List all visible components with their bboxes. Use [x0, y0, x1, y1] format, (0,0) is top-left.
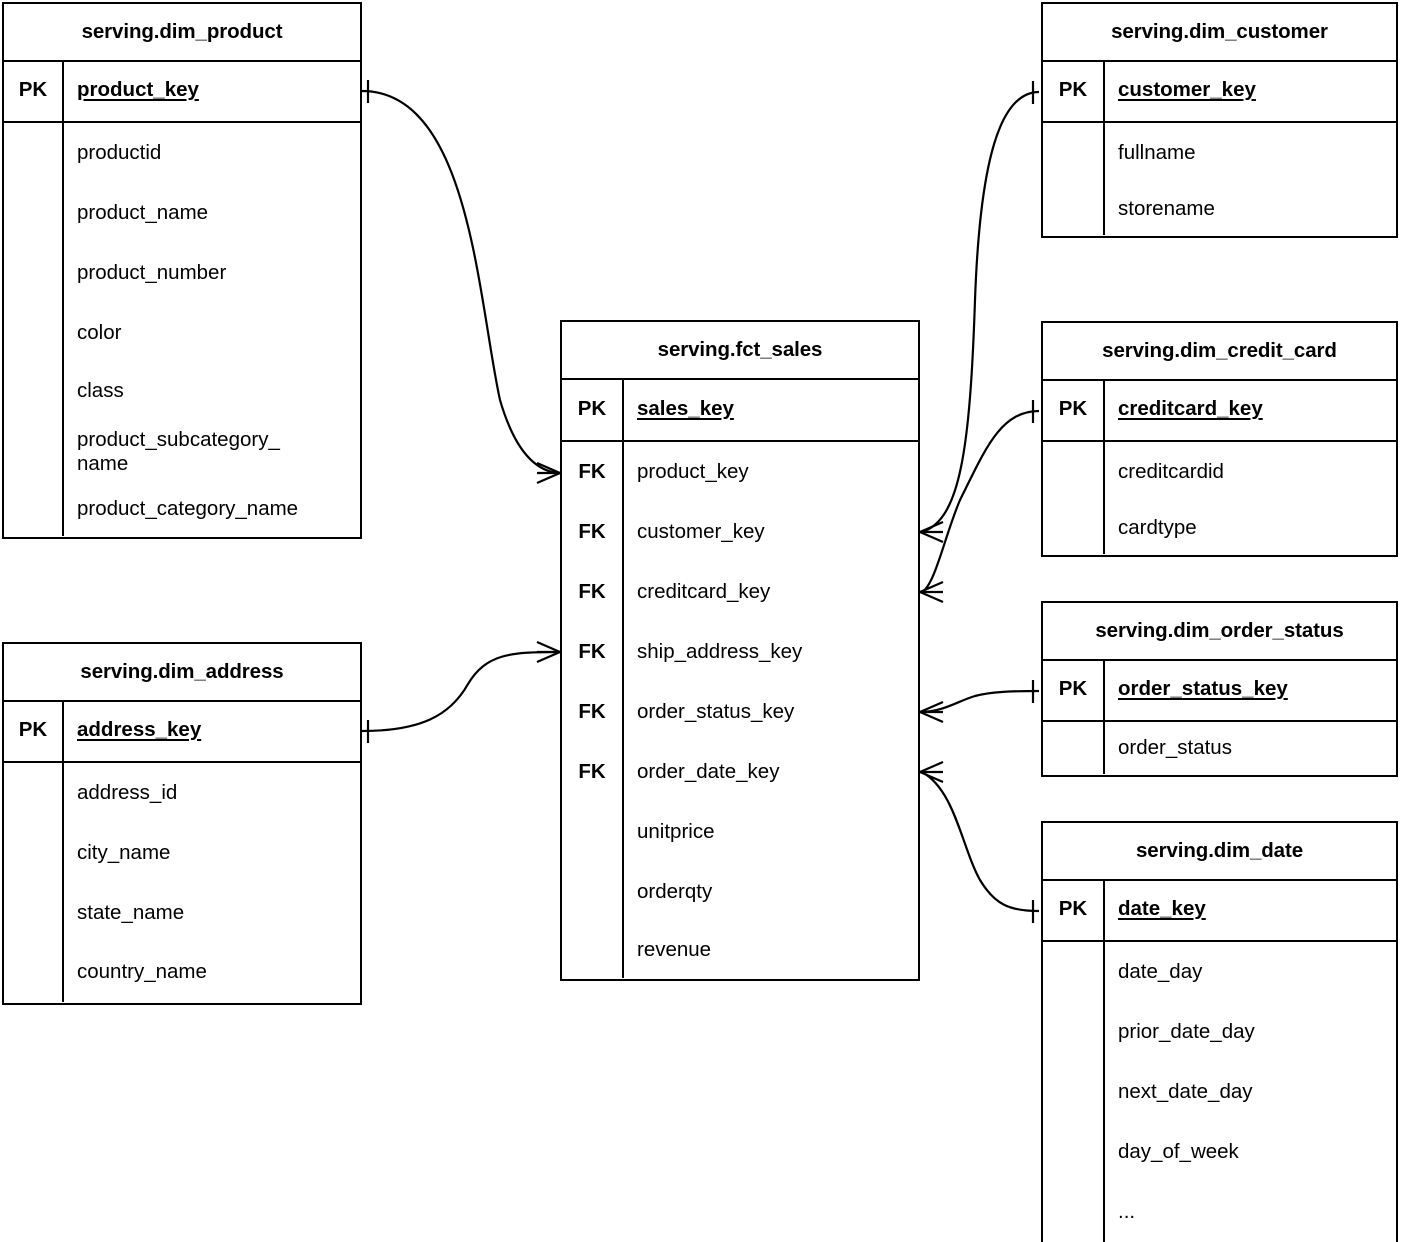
field-row[interactable]: ship_address_key [637, 639, 803, 663]
pk-field-fct-sales[interactable]: sales_key [637, 396, 734, 420]
pk-row-dim-credit-card: PK creditcard_key [1043, 381, 1396, 442]
fk-badge: FK [578, 460, 606, 483]
entity-dim-address[interactable]: serving.dim_address PK address_key addre… [2, 642, 362, 1005]
field-row[interactable]: class [77, 379, 124, 403]
field-rows-dim-order-status: order_status [1043, 722, 1396, 774]
entity-title-dim-product: serving.dim_product [4, 4, 360, 62]
field-rows-dim-product: productid product_name product_number co… [4, 123, 360, 536]
field-row[interactable]: customer_key [637, 519, 765, 543]
relationship-customer-to-sales [919, 81, 1040, 544]
fk-badge: FK [578, 760, 606, 783]
field-row[interactable]: creditcardid [1118, 459, 1224, 483]
field-row[interactable]: unitprice [637, 819, 715, 843]
entity-title-dim-customer: serving.dim_customer [1043, 4, 1396, 62]
field-rows-dim-customer: fullname storename [1043, 123, 1396, 235]
entity-dim-customer[interactable]: serving.dim_customer PK customer_key ful… [1041, 2, 1398, 238]
field-row[interactable]: order_date_key [637, 759, 780, 783]
field-row[interactable]: revenue [637, 937, 712, 961]
pk-field-dim-order-status[interactable]: order_status_key [1118, 677, 1288, 700]
field-rows-dim-address: address_id city_name state_name country_… [4, 763, 360, 1002]
field-row[interactable]: fullname [1118, 140, 1196, 164]
pk-row-dim-address: PK address_key [4, 702, 360, 763]
pk-badge-fct-sales: PK [577, 396, 607, 420]
pk-badge-dim-credit-card: PK [1058, 397, 1088, 421]
field-row[interactable]: cardtype [1118, 515, 1197, 539]
field-row[interactable]: date_day [1118, 959, 1203, 983]
pk-field-dim-credit-card[interactable]: creditcard_key [1118, 397, 1263, 420]
fk-badge: FK [578, 640, 606, 663]
field-row[interactable]: storename [1118, 196, 1215, 220]
field-rows-dim-date: date_day prior_date_day next_date_day da… [1043, 942, 1396, 1242]
entity-title-dim-address: serving.dim_address [4, 644, 360, 702]
field-row[interactable]: country_name [77, 960, 207, 984]
field-row[interactable]: product_name [77, 200, 209, 224]
pk-row-dim-date: PK date_key [1043, 881, 1396, 942]
crowsfoot-sales-address [536, 640, 561, 664]
relationship-creditcard-to-sales [919, 400, 1040, 604]
key-blank [562, 862, 622, 922]
field-rows-dim-credit-card: creditcardid cardtype [1043, 442, 1396, 554]
field-row[interactable]: prior_date_day [1118, 1019, 1255, 1043]
field-row[interactable]: address_id [77, 780, 178, 804]
pk-badge-dim-product: PK [18, 78, 48, 102]
field-row[interactable]: orderqty [637, 879, 713, 903]
pk-field-dim-product[interactable]: product_key [77, 78, 199, 101]
field-row[interactable]: creditcard_key [637, 579, 771, 603]
field-row[interactable]: productid [77, 140, 162, 164]
field-rows-fct-sales: FK FK FK FK FK FK product_key customer_k… [562, 442, 918, 978]
field-row[interactable]: state_name [77, 900, 185, 924]
pk-badge-dim-date: PK [1058, 897, 1088, 921]
fk-badge: FK [578, 580, 606, 603]
field-row[interactable]: day_of_week [1118, 1139, 1239, 1163]
key-blank [562, 802, 622, 862]
crowsfoot-sales-creditcard [919, 580, 944, 604]
pk-badge-dim-customer: PK [1058, 78, 1088, 102]
pk-row-dim-customer: PK customer_key [1043, 62, 1396, 123]
entity-dim-date[interactable]: serving.dim_date PK date_key date_day pr… [1041, 821, 1398, 1242]
field-row[interactable]: city_name [77, 840, 171, 864]
crowsfoot-sales-orderstatus [919, 700, 944, 724]
crowsfoot-sales-customer [919, 520, 944, 544]
relationship-product-to-sales [361, 80, 561, 485]
entity-dim-order-status[interactable]: serving.dim_order_status PK order_status… [1041, 601, 1398, 777]
entity-title-dim-date: serving.dim_date [1043, 823, 1396, 881]
field-row[interactable]: product_key [637, 459, 749, 483]
crowsfoot-sales-product [536, 461, 561, 485]
entity-title-dim-order-status: serving.dim_order_status [1043, 603, 1396, 661]
field-row[interactable]: color [77, 320, 122, 344]
pk-badge-dim-address: PK [18, 718, 48, 742]
fk-badge: FK [578, 520, 606, 543]
relationship-address-to-sales [361, 640, 561, 743]
pk-field-dim-customer[interactable]: customer_key [1118, 78, 1256, 101]
entity-dim-credit-card[interactable]: serving.dim_credit_card PK creditcard_ke… [1041, 321, 1398, 557]
entity-title-fct-sales: serving.fct_sales [562, 322, 918, 380]
pk-row-dim-product: PK product_key [4, 62, 360, 123]
entity-fct-sales[interactable]: serving.fct_sales PK sales_key FK FK FK … [560, 320, 920, 981]
field-row[interactable]: product_number [77, 260, 227, 284]
pk-field-dim-address[interactable]: address_key [77, 718, 202, 741]
pk-field-dim-date[interactable]: date_key [1118, 897, 1206, 920]
entity-title-dim-credit-card: serving.dim_credit_card [1043, 323, 1396, 381]
field-row[interactable]: order_status_key [637, 699, 795, 723]
field-row[interactable]: product_category_name [77, 497, 299, 521]
relationship-date-to-sales [919, 760, 1040, 923]
field-row[interactable]: ... [1118, 1199, 1136, 1223]
crowsfoot-sales-date [919, 760, 944, 784]
field-row[interactable]: next_date_day [1118, 1079, 1253, 1103]
pk-badge-dim-order-status: PK [1058, 677, 1088, 701]
relationship-orderstatus-to-sales [919, 680, 1040, 724]
entity-dim-product[interactable]: serving.dim_product PK product_key produ… [2, 2, 362, 539]
pk-row-fct-sales: PK sales_key [562, 380, 918, 442]
fk-badge: FK [578, 700, 606, 723]
field-row[interactable]: order_status [1118, 735, 1232, 759]
pk-row-dim-order-status: PK order_status_key [1043, 661, 1396, 722]
key-blank [562, 922, 622, 978]
field-row[interactable]: product_subcategory_ name [77, 428, 280, 476]
